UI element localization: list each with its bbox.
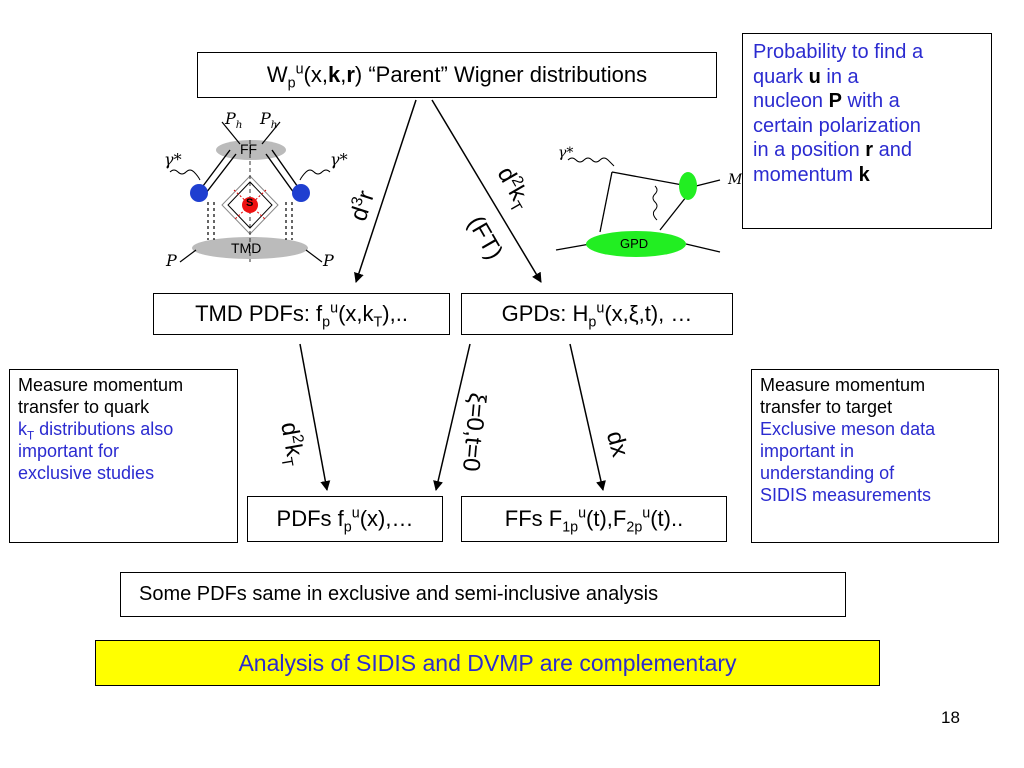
info-line: quark u in a bbox=[753, 65, 859, 88]
target-box-line: Exclusive meson data bbox=[760, 419, 936, 439]
arrow-dx bbox=[569, 343, 606, 491]
ff-label: FF bbox=[240, 141, 258, 157]
gpd-m-label: M bbox=[728, 172, 743, 188]
target-box-line: important in bbox=[760, 441, 855, 461]
target-box-line: Measure momentum bbox=[760, 375, 926, 395]
note-box: Some PDFs same in exclusive and semi-inc… bbox=[120, 572, 846, 617]
info-line: in a position r and bbox=[753, 139, 913, 161]
gamma-right-label: γ* bbox=[330, 150, 348, 169]
p-left-label: P bbox=[166, 251, 177, 270]
gpd-gamma-label: γ* bbox=[558, 145, 574, 161]
parent-wigner-box: Wpu(x,k,r) “Parent” Wigner distributions bbox=[197, 52, 717, 98]
arrow-d2kt-lower bbox=[299, 343, 331, 491]
ph-left-label: Ph bbox=[225, 109, 243, 132]
tmd-pdfs-text: TMD PDFs: fpu(x,kT),.. bbox=[195, 300, 408, 331]
arrow-d2kt-ft bbox=[431, 99, 542, 283]
info-line: momentum k bbox=[753, 163, 870, 186]
target-box-line: transfer to target bbox=[760, 397, 893, 417]
probability-info-box: Probability to find a quark u in a nucle… bbox=[742, 33, 992, 229]
s-label: S bbox=[246, 197, 254, 209]
quark-box-line: Measure momentum bbox=[18, 375, 184, 395]
p-right-label: P bbox=[323, 251, 334, 270]
tmd-label: TMD bbox=[231, 240, 262, 256]
target-momentum-box: Measure momentum transfer to target Excl… bbox=[751, 369, 999, 543]
pdfs-box: PDFs fpu(x),… bbox=[247, 496, 443, 542]
quark-box-line: important for bbox=[18, 441, 120, 461]
info-line: certain polarization bbox=[753, 114, 921, 137]
banner-text: Analysis of SIDIS and DVMP are complemen… bbox=[238, 649, 737, 676]
info-line: nucleon P with a bbox=[753, 90, 900, 112]
gpds-text: GPDs: Hpu(x,ξ,t), … bbox=[501, 300, 693, 331]
target-box-line: understanding of bbox=[760, 463, 895, 483]
gpd-label: GPD bbox=[620, 236, 649, 251]
quark-momentum-box: Measure momentum transfer to quark kT di… bbox=[9, 369, 238, 543]
gpds-box: GPDs: Hpu(x,ξ,t), … bbox=[461, 293, 733, 335]
arrow-xi-t bbox=[433, 343, 471, 491]
gamma-left-label: γ* bbox=[164, 150, 182, 169]
page-number: 18 bbox=[941, 708, 960, 727]
tmd-handbag-diagram bbox=[169, 121, 331, 263]
tmd-pdfs-box: TMD PDFs: fpu(x,kT),.. bbox=[153, 293, 450, 335]
ph-right-label: Ph bbox=[260, 109, 278, 132]
ffs-box: FFs F1pu(t),F2pu(t).. bbox=[461, 496, 727, 542]
note-text: Some PDFs same in exclusive and semi-inc… bbox=[139, 583, 659, 605]
target-box-line: SIDIS measurements bbox=[760, 485, 932, 505]
quark-box-line: exclusive studies bbox=[18, 463, 155, 483]
conclusion-banner: Analysis of SIDIS and DVMP are complemen… bbox=[95, 640, 880, 686]
ffs-text: FFs F1pu(t),F2pu(t).. bbox=[504, 505, 684, 536]
quark-box-line: transfer to quark bbox=[18, 397, 150, 417]
arrow-d3r bbox=[354, 99, 417, 283]
quark-box-line: kT distributions also bbox=[18, 419, 174, 443]
info-line: Probability to find a bbox=[753, 41, 924, 63]
gpd-handbag-diagram bbox=[555, 157, 721, 257]
parent-wigner-text: Wpu(x,k,r) “Parent” Wigner distributions bbox=[266, 61, 648, 92]
pdfs-text: PDFs fpu(x),… bbox=[276, 505, 414, 536]
